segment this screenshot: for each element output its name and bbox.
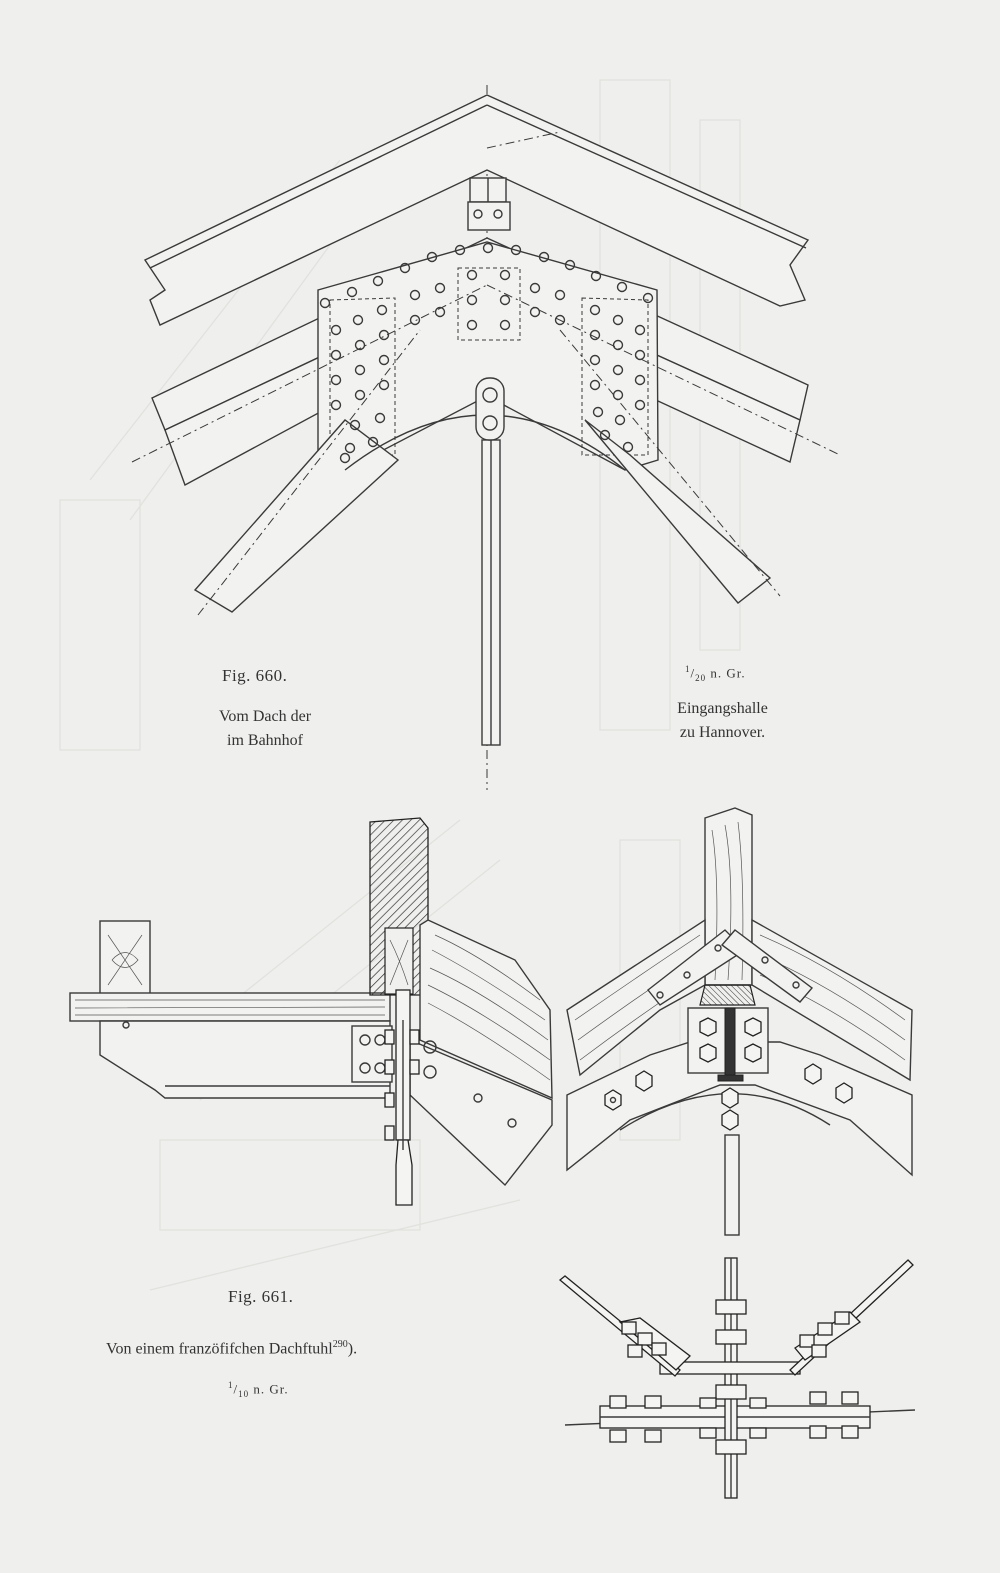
fig-661-scale-text: n. Gr. (253, 1381, 289, 1397)
fig-660-caption-right-line1: Eingangshalle (677, 700, 768, 717)
fig-660-caption-right: Eingangshalle zu Hannover. (650, 697, 795, 745)
fig-661-plan-nuts (609, 1299, 859, 1455)
fig-660-scale-den: 20 (695, 672, 707, 683)
fig-661-nuts (604, 1017, 853, 1131)
fig-661-caption: Von einem franzöfifchen Dachftuhl290). (106, 1333, 357, 1361)
fig-661-scale-num: 1 (228, 1380, 234, 1390)
fig-660-scale: 1/20 n. Gr. (685, 664, 746, 683)
fig-661-front-view (566, 807, 913, 1236)
fig-660-caption-right-line2: zu Hannover. (679, 724, 766, 741)
fig-661-label: Fig. 661. (228, 1287, 294, 1306)
fig-660-caption-left-line1: Vom Dach der (218, 708, 312, 725)
fig-660-drawing (131, 85, 841, 790)
fig-660-caption-left-line2: im Bahnhof (227, 732, 303, 749)
fig-661-plan-view (558, 1257, 916, 1499)
fig-661-caption-end: ). (347, 1340, 358, 1358)
fig-661-scale-den: 10 (238, 1388, 250, 1399)
fig-660-scale-num: 1 (685, 664, 691, 674)
fig-661-footnote-ref: 290 (332, 1339, 348, 1350)
fig-660-caption-left: Vom Dach der im Bahnhof (186, 705, 344, 753)
fig-661-scale: 1/10 n. Gr. (228, 1380, 289, 1399)
fig-661-caption-text: Von einem franzöfifchen Dachftuhl (106, 1340, 333, 1358)
fig-660-label: Fig. 660. (222, 666, 288, 685)
fig-660-rivets (319, 242, 654, 464)
fig-661-side-view (69, 817, 553, 1206)
fig-660-scale-text: n. Gr. (710, 665, 746, 681)
